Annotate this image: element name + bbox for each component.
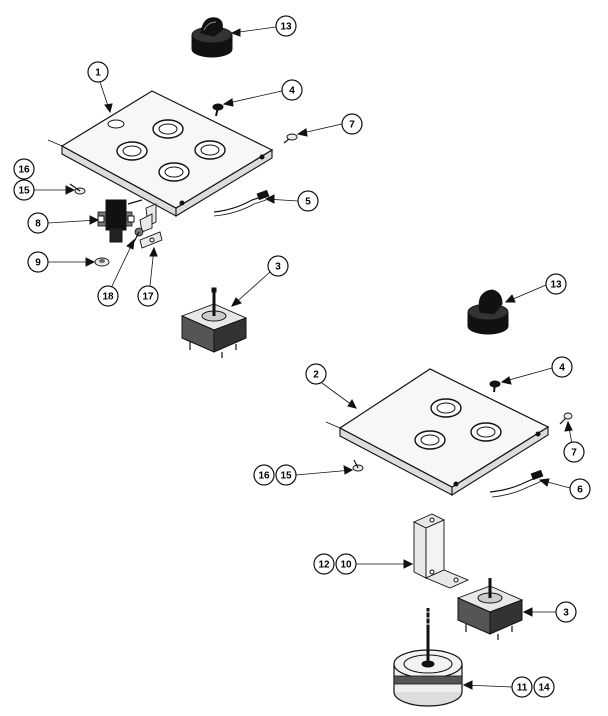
callout-4-upper: 4 [222, 79, 303, 107]
infinite-switch-part-3-lower [456, 578, 524, 640]
callout-label: 5 [305, 197, 311, 208]
screw-part-16-15-upper [69, 183, 86, 195]
screw-part-4-lower [489, 380, 501, 393]
callout-11: 11 [462, 676, 533, 698]
callout-label: 10 [340, 560, 352, 571]
cooktop-plate-part-2 [325, 368, 550, 496]
callout-13-lower: 13 [504, 273, 567, 303]
callout-label: 18 [102, 292, 114, 303]
callout-label: 8 [35, 219, 41, 230]
callout-5: 5 [264, 190, 319, 212]
callout-label: 16 [258, 471, 270, 482]
infinite-switch-part-3-upper [180, 287, 248, 358]
callout-label: 13 [550, 280, 562, 291]
callout-label: 12 [318, 560, 330, 571]
clip-part-7-lower [559, 412, 573, 425]
callout-label: 4 [289, 86, 295, 97]
callout-label: 2 [313, 370, 319, 381]
bracket-part-12-10 [412, 513, 470, 589]
callout-label: 6 [577, 485, 583, 496]
callout-14: 14 [533, 676, 555, 698]
callout-3-upper: 3 [231, 255, 289, 307]
callout-7-lower: 7 [563, 420, 585, 463]
callout-9: 9 [27, 251, 96, 273]
switch-bracket [139, 203, 157, 233]
callout-label: 3 [275, 262, 281, 273]
clip-part-7-upper [283, 133, 298, 144]
callout-2: 2 [305, 363, 357, 409]
callout-13-upper: 13 [230, 15, 297, 37]
callout-6: 6 [538, 478, 591, 500]
callout-label: 14 [538, 683, 550, 694]
callout-label: 11 [517, 683, 528, 694]
switch-part-8 [97, 199, 143, 243]
callout-1: 1 [87, 61, 113, 114]
screw-part-18 [133, 227, 144, 243]
callout-7-upper: 7 [296, 113, 363, 137]
callout-label: 13 [280, 22, 292, 33]
callout-12: 12 [313, 553, 335, 575]
callout-3-lower: 3 [522, 601, 577, 623]
wire-part-5 [213, 189, 270, 217]
callout-label: 15 [280, 471, 292, 482]
callout-label: 9 [35, 258, 41, 269]
callout-18: 18 [97, 238, 135, 307]
nut-part-9 [94, 257, 110, 267]
callout-label: 15 [18, 186, 30, 197]
timer-motor-part-11-14 [393, 608, 463, 707]
callout-8: 8 [27, 212, 100, 234]
callout-10: 10 [335, 553, 414, 575]
callout-15-lower: 15 [275, 464, 354, 486]
callout-4-lower: 4 [500, 356, 573, 385]
wire-part-6 [489, 469, 544, 498]
callout-label: 16 [18, 165, 30, 176]
callout-16-lower: 16 [253, 464, 275, 486]
callout-label: 7 [571, 448, 577, 459]
cooktop-plate-part-1 [47, 90, 274, 217]
screw-part-16-15-lower [352, 459, 364, 472]
screw-part-4-upper [212, 103, 224, 117]
callout-16-upper: 16 [13, 158, 35, 180]
bracket-part-17 [139, 231, 163, 249]
callout-17: 17 [137, 246, 159, 307]
knob-part-13-upper [191, 17, 233, 58]
callout-label: 3 [563, 608, 569, 619]
callout-label: 7 [349, 120, 355, 131]
callout-label: 1 [95, 68, 101, 79]
knob-part-13-lower [467, 289, 509, 335]
callout-15-upper: 15 [13, 179, 76, 201]
callout-label: 17 [142, 292, 154, 303]
callout-label: 4 [559, 363, 565, 374]
